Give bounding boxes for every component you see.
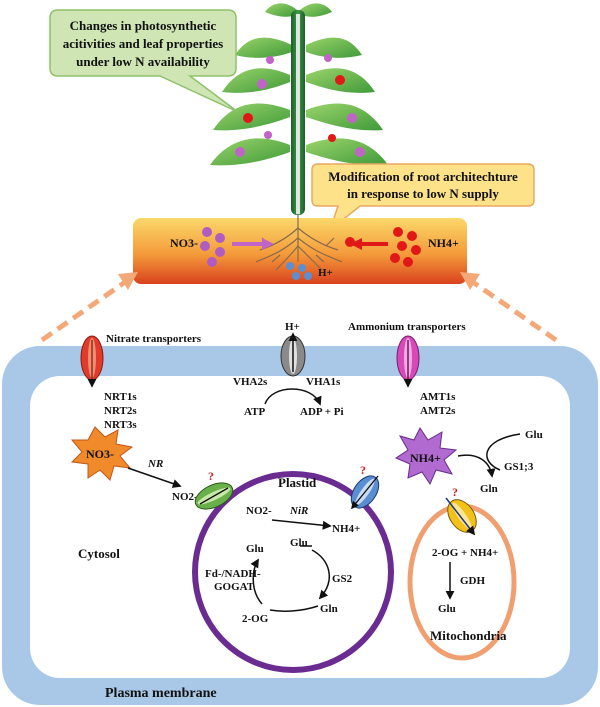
mito-reaction-label: 2-OG + NH4+ bbox=[432, 547, 498, 559]
nrt3s-label: NRT3s bbox=[104, 419, 137, 431]
gs13-label: GS1;3 bbox=[504, 461, 534, 473]
ammonium-dots bbox=[345, 227, 421, 267]
soil-proton-label: H+ bbox=[318, 267, 333, 279]
mitochondria: 2-OG + NH4+ GDH Glu Mitochondria bbox=[407, 503, 517, 661]
soil-nitrate-label: NO3- bbox=[170, 236, 198, 250]
plasma-membrane-label: Plasma membrane bbox=[105, 686, 217, 701]
soil-bar: NO3- NH4+ H+ bbox=[133, 215, 467, 284]
nir-label: NiR bbox=[289, 505, 308, 517]
nitrate-transporters-title: Nitrate transporters bbox=[106, 333, 202, 345]
amt2s-label: AMT2s bbox=[420, 405, 456, 417]
proton-pump: H+ VHA2s VHA1s ATP ADP + Pi bbox=[233, 321, 344, 418]
plastid-glu-right: Glu bbox=[290, 537, 308, 549]
root-callout-line1: Modification of root architechture bbox=[328, 169, 518, 184]
leaves bbox=[210, 3, 388, 166]
gogat-line1: Fd-/NADH- bbox=[205, 568, 261, 580]
plastid-no2-label: NO2- bbox=[246, 505, 272, 517]
nrt2s-label: NRT2s bbox=[104, 405, 137, 417]
mitochondria-label: Mitochondria bbox=[430, 628, 507, 643]
root-callout-line2: in response to low N supply bbox=[347, 186, 499, 201]
soil-ammonium-label: NH4+ bbox=[428, 236, 459, 250]
cytosol-gln-label: Gln bbox=[480, 483, 498, 495]
cytosol-no3-label: NO3- bbox=[86, 447, 114, 461]
leaf-callout-line3: under low N availability bbox=[76, 54, 210, 69]
plastid: Plastid NO2- NiR NH4+ Glu Glu Fd-/NADH- … bbox=[192, 471, 394, 673]
vha1s-label: VHA1s bbox=[306, 376, 341, 388]
gs2-label: GS2 bbox=[332, 573, 353, 585]
adp-label: ADP + Pi bbox=[300, 406, 344, 418]
ammonium-transporters-title: Ammonium transporters bbox=[348, 321, 466, 333]
proton-dots bbox=[286, 262, 312, 280]
question-3: ? bbox=[452, 485, 458, 499]
plastid-gln-label: Gln bbox=[320, 603, 338, 615]
connector-arrows bbox=[40, 272, 558, 343]
ammonium-transporter: Ammonium transporters AMT1s AMT2s bbox=[348, 321, 466, 417]
root-callout: Modification of root architechture in re… bbox=[311, 163, 535, 233]
leaf-callout-line1: Changes in photosynthetic bbox=[70, 18, 217, 33]
leaf-dots bbox=[235, 54, 365, 157]
mito-glu-label: Glu bbox=[438, 603, 456, 615]
cytosol-nh4-label: NH4+ bbox=[410, 451, 441, 465]
leaf-callout-line2: acitivities and leaf properties bbox=[63, 36, 223, 51]
plastid-glu-left: Glu bbox=[246, 543, 264, 555]
cytosol-glu-label: Glu bbox=[525, 429, 543, 441]
nr-arrow bbox=[127, 467, 182, 488]
mito-ammonium-transporter: ? bbox=[445, 485, 477, 536]
atp-label: ATP bbox=[244, 406, 265, 418]
nitrate-burst: NO3- bbox=[70, 426, 134, 481]
cytosol-label: Cytosol bbox=[78, 546, 120, 561]
plastid-nh4-label: NH4+ bbox=[332, 523, 360, 535]
amt1s-label: AMT1s bbox=[420, 391, 456, 403]
plastid-2og-label: 2-OG bbox=[242, 613, 269, 625]
cytosol-no2-label: NO2- bbox=[172, 491, 198, 503]
pump-proton-label: H+ bbox=[285, 321, 300, 333]
nrt1s-label: NRT1s bbox=[104, 391, 137, 403]
plastid-ammonium-transporter: ? bbox=[350, 463, 380, 510]
gogat-line2: GOGAT bbox=[214, 581, 255, 593]
vha2s-label: VHA2s bbox=[233, 376, 268, 388]
plant bbox=[210, 3, 388, 215]
plastid-label: Plastid bbox=[278, 475, 317, 490]
plastid-nitrite-transporter: ? bbox=[194, 469, 234, 510]
ammonium-burst: NH4+ bbox=[394, 427, 458, 486]
nr-label: NR bbox=[147, 458, 163, 470]
question-2: ? bbox=[360, 463, 366, 477]
question-1: ? bbox=[208, 469, 214, 483]
gdh-label: GDH bbox=[460, 575, 486, 587]
nitrate-dots bbox=[200, 227, 225, 267]
leaf-callout: Changes in photosynthetic acitivities an… bbox=[49, 9, 239, 113]
nitrate-transporter: Nitrate transporters NRT1s NRT2s NRT3s bbox=[80, 333, 202, 431]
